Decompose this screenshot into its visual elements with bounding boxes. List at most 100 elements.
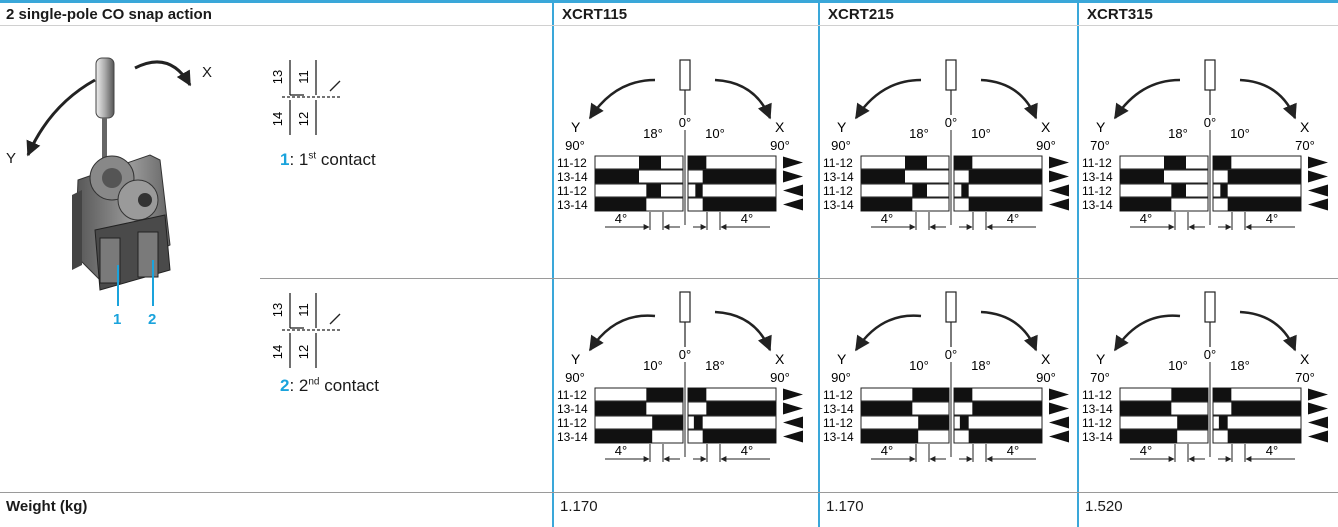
row-label: 13-14 (557, 430, 588, 444)
top-accent-bar (0, 0, 1338, 3)
model-xcrt115: XCRT115 (562, 6, 628, 23)
diff-left: 4° (615, 211, 627, 226)
right-max-angle: 90° (770, 370, 790, 385)
row-label: 13-14 (823, 170, 854, 184)
svg-text:13: 13 (270, 70, 285, 84)
left-trip-angle: 18° (909, 126, 929, 141)
y-label: Y (571, 119, 581, 135)
row-label: 13-14 (823, 430, 854, 444)
row-label: 13-14 (1082, 402, 1113, 416)
row-label: 13-14 (823, 402, 854, 416)
svg-text:14: 14 (270, 345, 285, 359)
row-label: 11-12 (823, 388, 853, 402)
row-label: 11-12 (557, 156, 587, 170)
diff-right: 4° (741, 443, 753, 458)
right-max-angle: 90° (770, 138, 790, 153)
left-max-angle: 70° (1090, 138, 1110, 153)
x-label: X (1300, 351, 1310, 367)
svg-text:11: 11 (296, 303, 311, 317)
contact-symbol-2: 13 11 14 12 (270, 293, 341, 368)
left-max-angle: 90° (565, 138, 585, 153)
y-label: Y (1096, 351, 1106, 367)
diff-left: 4° (1140, 211, 1152, 226)
x-label: X (775, 351, 785, 367)
weight-label: Weight (kg) (6, 498, 88, 515)
diff-right: 4° (1266, 443, 1278, 458)
diff-left: 4° (1140, 443, 1152, 458)
rotation-y-arrow (26, 78, 96, 157)
row-label: 11-12 (1082, 388, 1112, 402)
column-divider-3 (1077, 0, 1079, 527)
contact-caption-2: 2: 2nd contact (280, 376, 380, 395)
left-max-angle: 90° (565, 370, 585, 385)
y-label: Y (837, 119, 847, 135)
left-trip-angle: 10° (1168, 358, 1188, 373)
switch-illustration (26, 57, 192, 306)
row-label: 13-14 (557, 198, 588, 212)
row-label: 13-14 (1082, 430, 1113, 444)
left-trip-angle: 18° (1168, 126, 1188, 141)
svg-text:11: 11 (296, 70, 311, 84)
row-label: 11-12 (1082, 416, 1112, 430)
left-max-angle: 90° (831, 370, 851, 385)
right-max-angle: 70° (1295, 370, 1315, 385)
callout-1: 1 (113, 311, 122, 328)
zero-label: 0° (945, 115, 957, 130)
diff-right: 4° (1007, 211, 1019, 226)
right-trip-angle: 18° (971, 358, 991, 373)
right-trip-angle: 18° (705, 358, 725, 373)
row-label: 11-12 (1082, 156, 1112, 170)
zero-label: 0° (679, 347, 691, 362)
column-divider-1 (552, 0, 554, 527)
row-label: 11-12 (557, 388, 587, 402)
weight-xcrt315: 1.520 (1085, 498, 1123, 515)
right-max-angle: 90° (1036, 370, 1056, 385)
weight-row-divider (0, 492, 1338, 493)
zero-label: 0° (1204, 115, 1216, 130)
right-max-angle: 90° (1036, 138, 1056, 153)
zero-label: 0° (945, 347, 957, 362)
weight-xcrt215: 1.170 (826, 498, 864, 515)
row-label: 11-12 (557, 416, 587, 430)
zero-label: 0° (679, 115, 691, 130)
section-title: 2 single-pole CO snap action (6, 6, 212, 23)
diff-right: 4° (1266, 211, 1278, 226)
left-max-angle: 70° (1090, 370, 1110, 385)
row-label: 11-12 (1082, 184, 1112, 198)
left-max-angle: 90° (831, 138, 851, 153)
rotation-x-arrow (134, 60, 192, 87)
contact-caption-1: 1: 1st contact (280, 150, 376, 169)
right-max-angle: 70° (1295, 138, 1315, 153)
row-label: 11-12 (823, 156, 853, 170)
row-label: 13-14 (823, 198, 854, 212)
model-xcrt315: XCRT315 (1087, 6, 1153, 23)
row-label: 11-12 (557, 184, 587, 198)
callout-2: 2 (148, 311, 157, 328)
contact-symbol-1: 13 11 14 12 (270, 60, 341, 135)
x-label: X (1300, 119, 1310, 135)
svg-text:13: 13 (270, 303, 285, 317)
x-label: X (1041, 119, 1051, 135)
left-trip-angle: 18° (643, 126, 663, 141)
zero-label: 0° (1204, 347, 1216, 362)
left-trip-angle: 10° (643, 358, 663, 373)
model-xcrt215: XCRT215 (828, 6, 894, 23)
arrow-y-label: Y (6, 150, 17, 167)
right-trip-angle: 18° (1230, 358, 1250, 373)
x-label: X (1041, 351, 1051, 367)
row-label: 11-12 (823, 416, 853, 430)
row-divider (260, 278, 1338, 279)
svg-text:14: 14 (270, 112, 285, 126)
y-label: Y (571, 351, 581, 367)
right-trip-angle: 10° (971, 126, 991, 141)
diff-right: 4° (741, 211, 753, 226)
y-label: Y (1096, 119, 1106, 135)
row-label: 11-12 (823, 184, 853, 198)
x-label: X (775, 119, 785, 135)
row-label: 13-14 (1082, 170, 1113, 184)
